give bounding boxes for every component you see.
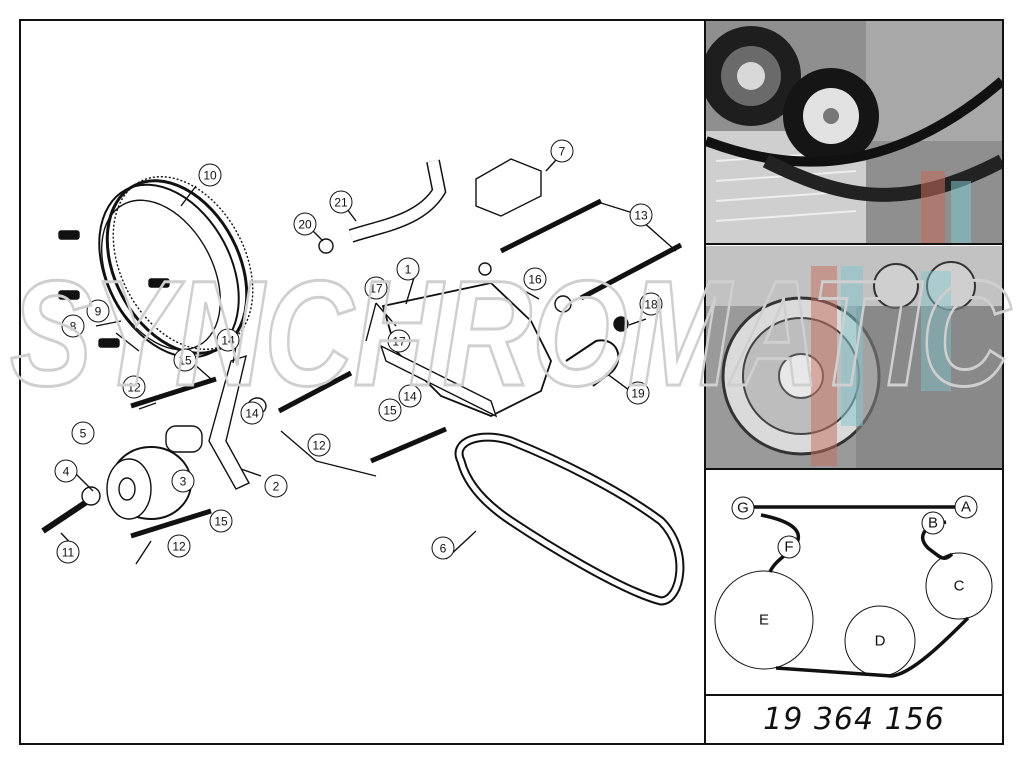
- callout-label: 9: [95, 305, 102, 319]
- callout-circle: [629, 203, 653, 227]
- callout-label: 14: [245, 407, 259, 421]
- bolts-8: [58, 230, 170, 348]
- callout-circle: [264, 474, 288, 498]
- callout-circle: [61, 314, 85, 338]
- callout-label: 10: [203, 169, 217, 183]
- vertical-divider: [704, 19, 706, 745]
- callout-circle: [86, 299, 110, 323]
- callout-label: 20: [298, 218, 312, 232]
- callout-circle: [240, 401, 264, 425]
- callout-circle: [198, 163, 222, 187]
- callout-label: 15: [214, 515, 228, 529]
- callout-label: 4: [63, 465, 70, 479]
- callout-label: 8: [70, 320, 77, 334]
- drive-belt: [454, 432, 685, 606]
- callout-circle: [209, 509, 233, 533]
- callout-label: 18: [644, 298, 658, 312]
- callout-circle: [550, 139, 574, 163]
- engine-photo-bottom: [706, 246, 1002, 468]
- belt-routing-diagram: A B C D E F G: [714, 495, 993, 678]
- callout-circle: [307, 433, 331, 457]
- callout-label: 5: [80, 427, 87, 441]
- label-f: F: [784, 539, 793, 556]
- callout-circle: [378, 398, 402, 422]
- callout-circle: [71, 421, 95, 445]
- callout-circle: [387, 329, 411, 353]
- callout-circle: [626, 381, 650, 405]
- callout-label: 3: [180, 475, 187, 489]
- callout-label: 11: [62, 546, 75, 560]
- divider-1: [706, 243, 1004, 245]
- label-a: A: [961, 499, 971, 516]
- callout-circle: [56, 540, 80, 564]
- callout-label: 12: [312, 439, 326, 453]
- callout-label: 21: [334, 196, 348, 210]
- callout-group: 1234567891011121212131414141515151617171…: [54, 139, 663, 564]
- callout-circle: [171, 469, 195, 493]
- pulley-e: [714, 570, 814, 670]
- exploded-parts-diagram: 1234567891011121212131414141515151617171…: [41, 139, 685, 606]
- tensioner-arm: [208, 354, 250, 490]
- callout-circle: [167, 534, 191, 558]
- label-d: D: [875, 633, 886, 650]
- tensioner-block: [475, 158, 542, 217]
- callout-label: 14: [403, 390, 417, 404]
- callout-label: 17: [392, 335, 406, 349]
- callout-label: 19: [631, 387, 645, 401]
- divider-3: [706, 694, 1004, 696]
- callout-circle: [396, 257, 420, 281]
- label-e: E: [759, 612, 769, 629]
- callout-circle: [639, 292, 663, 316]
- callout-label: 12: [127, 381, 141, 395]
- callout-circle: [293, 212, 317, 236]
- callout-circle: [523, 267, 547, 291]
- callout-circle: [398, 384, 422, 408]
- callout-circle: [329, 190, 353, 214]
- part-number: 19 364 156: [763, 702, 945, 737]
- idler-pulley: [106, 446, 192, 520]
- label-c: C: [954, 578, 965, 595]
- clamp: [565, 339, 620, 387]
- callout-label: 12: [172, 540, 186, 554]
- label-b: B: [928, 515, 938, 532]
- engine-photo-top: [706, 21, 1002, 243]
- callout-circle: [54, 459, 78, 483]
- bushing: [165, 425, 203, 453]
- callout-label: 13: [634, 209, 648, 223]
- callout-circle: [364, 276, 388, 300]
- callout-circle: [122, 375, 146, 399]
- callout-circle: [216, 328, 240, 352]
- callout-label: 2: [273, 480, 280, 494]
- callout-label: 17: [369, 282, 383, 296]
- callout-label: 15: [383, 404, 397, 418]
- callout-label: 6: [440, 542, 447, 556]
- callout-label: 1: [405, 263, 412, 277]
- callout-label: 14: [221, 334, 235, 348]
- label-g: G: [737, 500, 749, 517]
- callout-label: 7: [559, 145, 566, 159]
- callout-label: 15: [178, 354, 192, 368]
- callout-circle: [173, 348, 197, 372]
- divider-2: [706, 468, 1004, 470]
- callout-label: 16: [528, 273, 542, 287]
- callout-circle: [431, 536, 455, 560]
- pulley-c: [925, 552, 993, 620]
